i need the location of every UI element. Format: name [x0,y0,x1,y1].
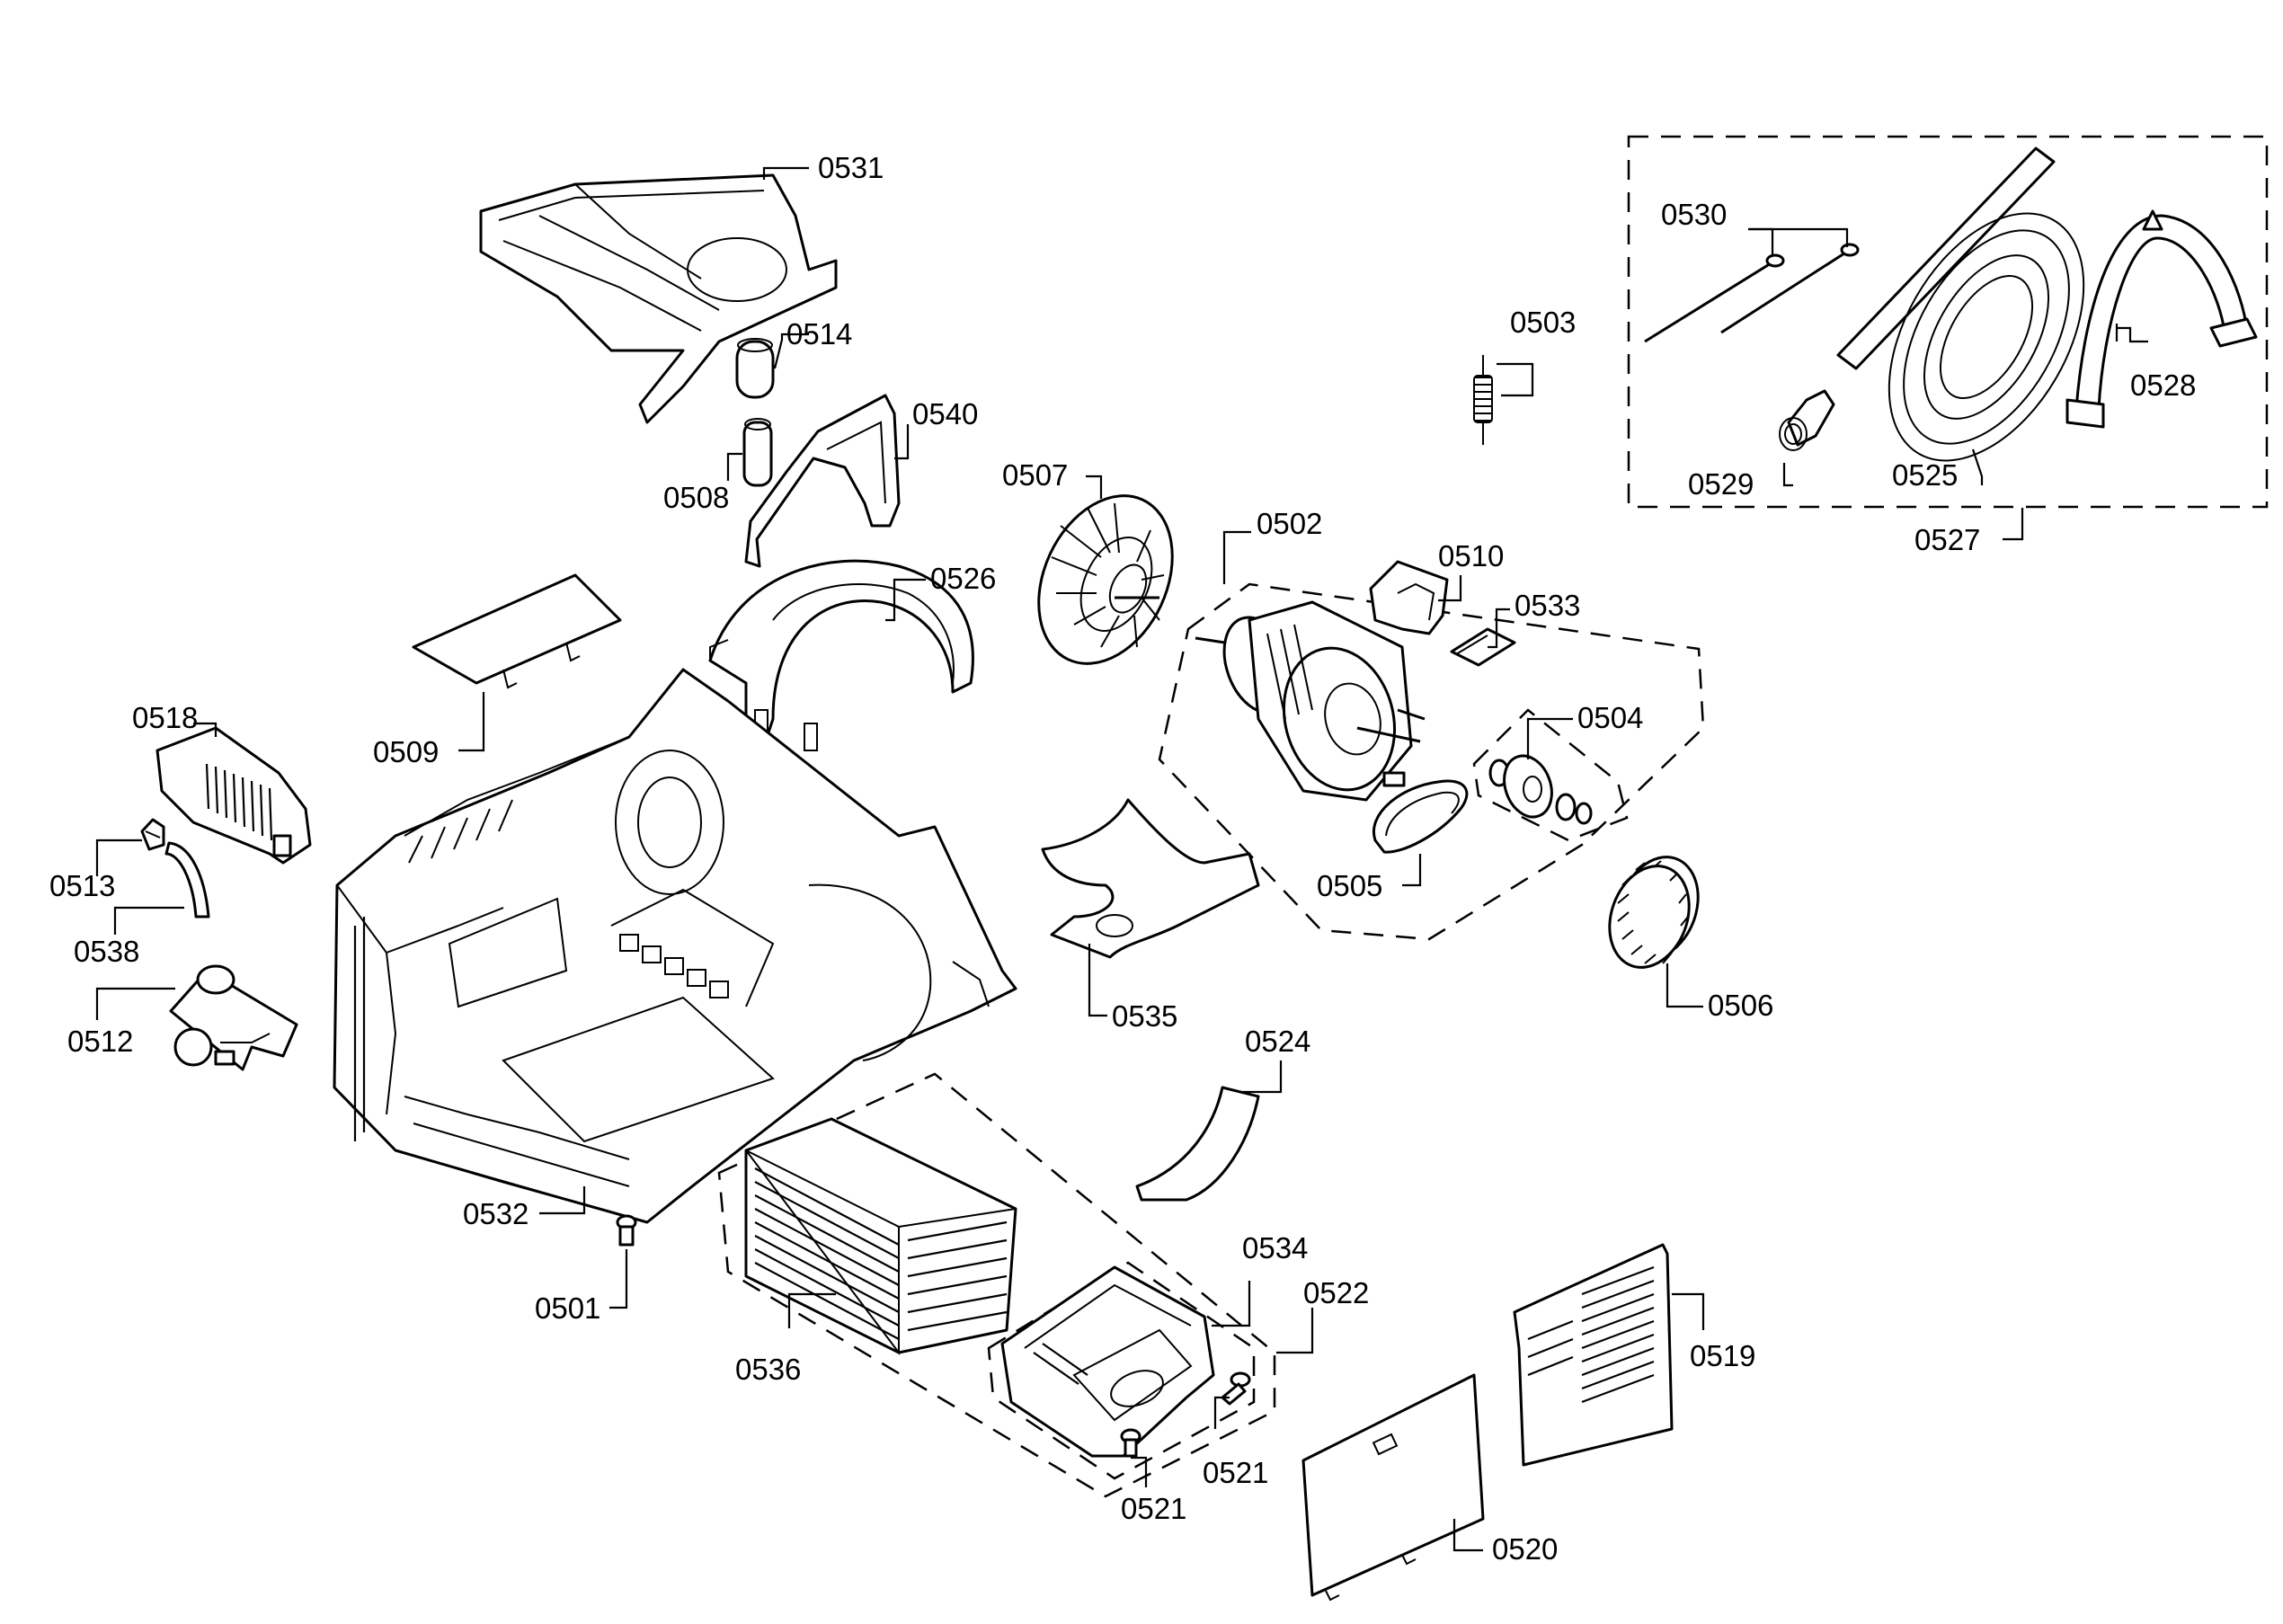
label-0507: 0507 [1002,458,1068,492]
label-0506: 0506 [1708,989,1773,1022]
part-0507 [1037,494,1174,665]
label-0520: 0520 [1492,1532,1558,1566]
part-0501 [616,1214,637,1247]
label-0529: 0529 [1688,467,1754,501]
part-0532 [333,668,1017,1224]
label-0531: 0531 [818,151,884,184]
group-0527-outline [1627,135,2269,509]
label-0536: 0536 [735,1353,801,1386]
part-0526 [708,559,974,751]
part-0512 [169,964,298,1071]
label-0526: 0526 [930,562,996,595]
label-0513: 0513 [49,869,115,902]
group-0504-outline [1472,708,1629,842]
label-0502: 0502 [1257,507,1322,540]
label-0527: 0527 [1914,523,1980,556]
part-0504 [1488,754,1593,825]
label-0501: 0501 [535,1291,600,1325]
part-0533 [1450,627,1516,667]
part-0525 [1836,146,2085,462]
part-0520 [1301,1373,1485,1602]
part-0514 [735,338,775,399]
label-0534: 0534 [1242,1231,1308,1265]
part-0513 [140,818,165,851]
part-0518 [155,726,312,865]
part-0509 [412,573,622,689]
label-0521-b: 0521 [1203,1456,1268,1489]
part-0508 [742,418,773,487]
label-0519: 0519 [1690,1339,1755,1372]
label-0512: 0512 [67,1025,133,1058]
label-0532: 0532 [463,1197,529,1230]
part-0510 [1369,560,1449,635]
label-0525: 0525 [1892,458,1958,492]
part-0506 [1608,856,1700,969]
part-0536 [744,1117,1017,1355]
part-0529 [1779,389,1835,451]
group-0534-outline [987,1261,1256,1480]
part-0524 [1135,1086,1260,1202]
part-0530 [1644,243,1860,343]
part-0531 [479,173,838,424]
label-0504: 0504 [1577,701,1643,734]
label-0503: 0503 [1510,306,1576,339]
part-0534 [1000,1265,1215,1458]
part-0505 [1372,779,1469,854]
label-0540: 0540 [912,397,978,430]
label-0538: 0538 [74,935,139,968]
label-0509: 0509 [373,735,439,768]
label-0521-a: 0521 [1121,1492,1186,1525]
label-0518: 0518 [132,701,198,734]
part-0503 [1473,355,1493,445]
part-0502 [1195,600,1426,802]
part-0521-b [1221,1371,1251,1406]
label-0522: 0522 [1303,1276,1369,1309]
label-0528: 0528 [2130,368,2196,402]
label-0530: 0530 [1661,198,1727,231]
part-0521-a [1120,1428,1142,1458]
label-0535: 0535 [1112,999,1177,1033]
part-0538 [164,841,210,918]
label-0533: 0533 [1515,589,1580,622]
label-0514: 0514 [786,317,852,351]
label-0505: 0505 [1317,869,1382,902]
part-0535 [1041,798,1260,959]
label-0510: 0510 [1438,539,1504,572]
part-0519 [1513,1243,1674,1467]
label-0524: 0524 [1245,1025,1310,1058]
part-0528 [2065,209,2258,429]
label-0508: 0508 [663,481,729,514]
group-0522-outline [717,1072,1276,1498]
